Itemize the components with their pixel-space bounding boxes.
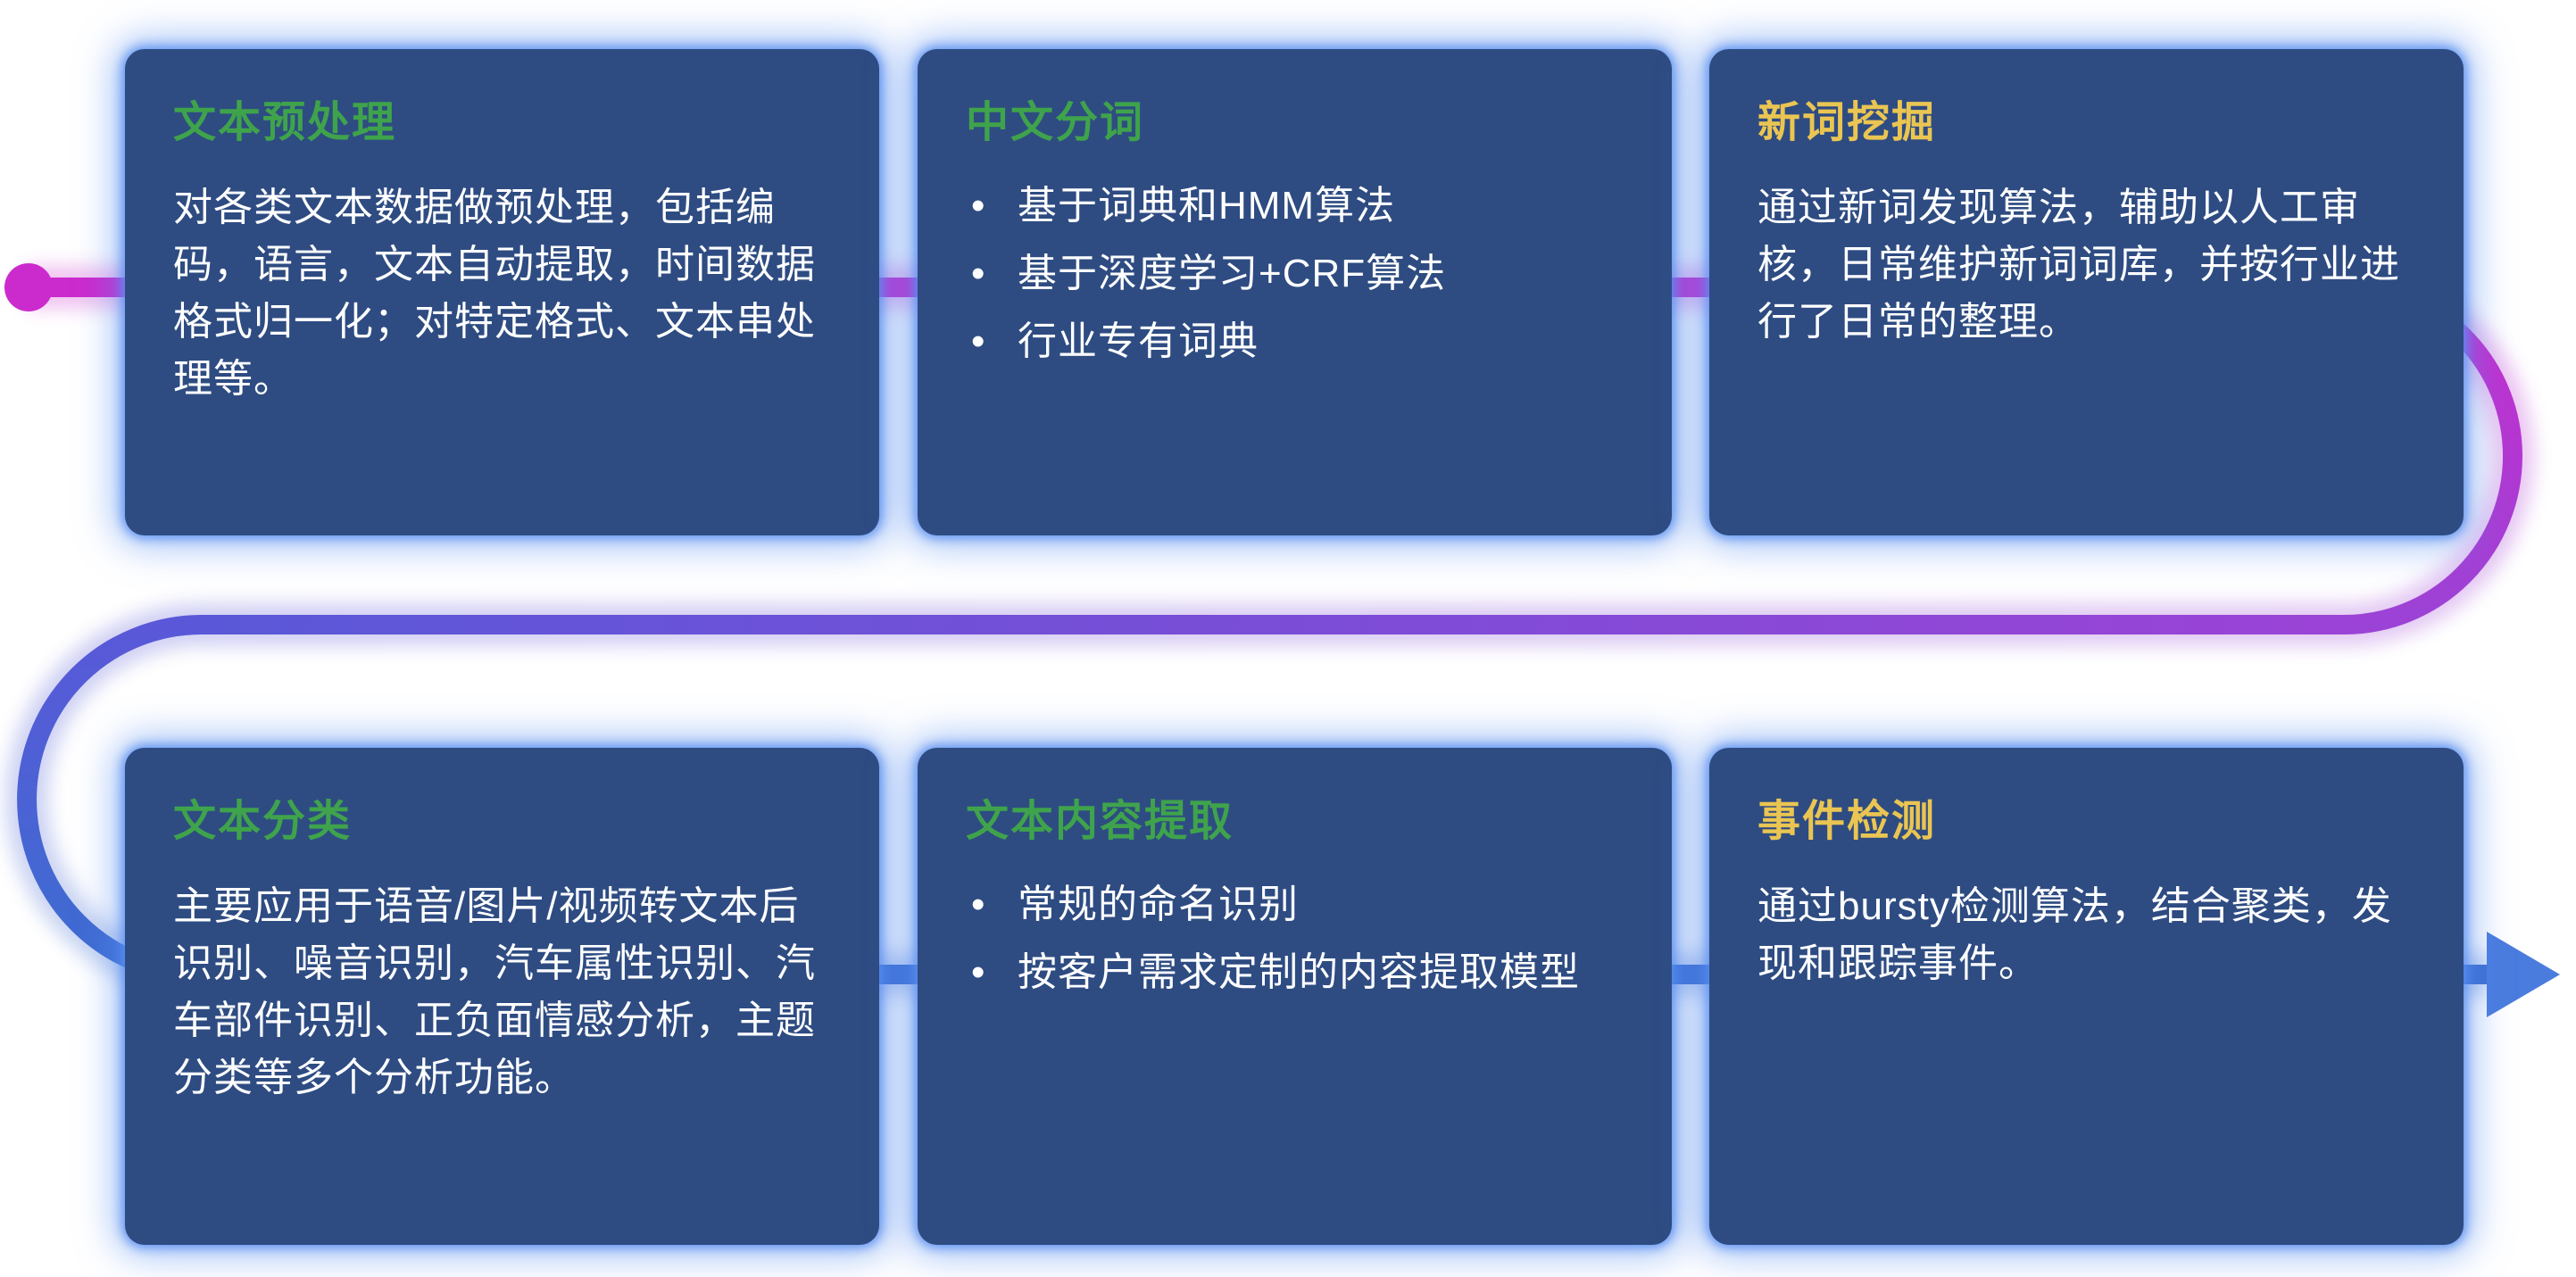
- card-body: 通过bursty检测算法，结合聚类，发现和跟踪事件。: [1757, 884, 2392, 985]
- bullet-item: 基于深度学习+CRF算法: [966, 247, 1624, 301]
- card-title: 文本分类: [173, 798, 353, 845]
- flow-end-arrow-icon: [2487, 932, 2560, 1017]
- card-bullet-list: 常规的命名识别 按客户需求定制的内容提取模型: [966, 878, 1624, 999]
- card-title: 文本内容提取: [966, 798, 1234, 845]
- card-text-preprocessing: 文本预处理 对各类文本数据做预处理，包括编码，语言，文本自动提取，时间数据格式归…: [125, 49, 879, 535]
- card-bullet-list: 基于词典和HMM算法 基于深度学习+CRF算法 行业专有词典: [966, 179, 1624, 369]
- card-new-word-mining: 新词挖掘 通过新词发现算法，辅助以人工审核，日常维护新词词库，并按行业进行了日常…: [1709, 49, 2464, 535]
- bullet-item: 行业专有词典: [966, 315, 1624, 369]
- card-title: 中文分词: [966, 99, 1145, 146]
- bullet-item: 常规的命名识别: [966, 878, 1624, 932]
- card-title: 新词挖掘: [1757, 99, 1937, 146]
- flow-curve-left: [17, 615, 203, 984]
- card-text-content-extraction: 文本内容提取 常规的命名识别 按客户需求定制的内容提取模型: [918, 748, 1672, 1245]
- card-body: 主要应用于语音/图片/视频转文本后识别、噪音识别，汽车属性识别、汽车部件识别、正…: [173, 884, 816, 1099]
- card-title: 文本预处理: [173, 99, 397, 146]
- card-title: 事件检测: [1757, 798, 1937, 845]
- card-chinese-word-segmentation: 中文分词 基于词典和HMM算法 基于深度学习+CRF算法 行业专有词典: [918, 49, 1672, 535]
- card-body: 通过新词发现算法，辅助以人工审核，日常维护新词词库，并按行业进行了日常的整理。: [1757, 186, 2400, 344]
- bullet-item: 按客户需求定制的内容提取模型: [966, 946, 1624, 999]
- card-text-classification: 文本分类 主要应用于语音/图片/视频转文本后识别、噪音识别，汽车属性识别、汽车部…: [125, 748, 879, 1245]
- card-body: 对各类文本数据做预处理，包括编码，语言，文本自动提取，时间数据格式归一化；对特定…: [173, 186, 816, 401]
- bullet-item: 基于词典和HMM算法: [966, 179, 1624, 233]
- card-event-detection: 事件检测 通过bursty检测算法，结合聚类，发现和跟踪事件。: [1709, 748, 2464, 1245]
